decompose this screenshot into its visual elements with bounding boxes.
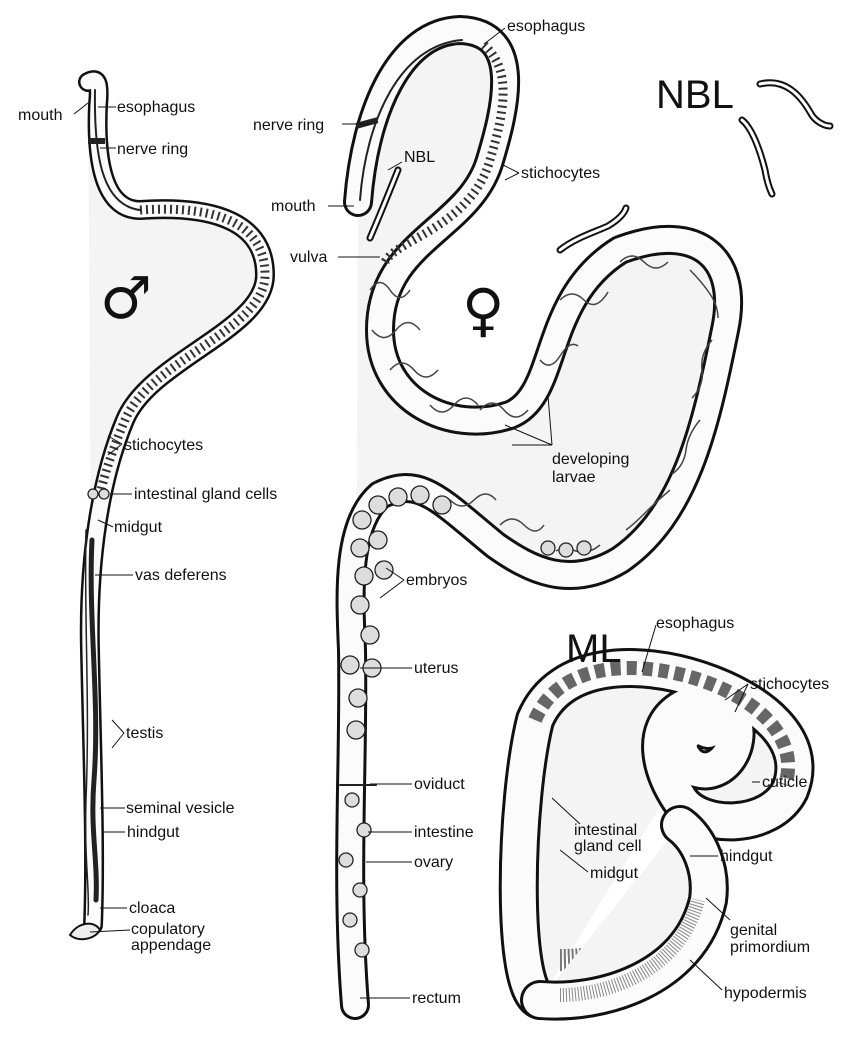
ml-label-cuticle: cuticle <box>762 774 807 791</box>
male-label-esophagus: esophagus <box>117 99 195 116</box>
male-label-appendage: appendage <box>131 937 211 954</box>
male-worm <box>68 70 275 941</box>
ml-stichocytes <box>528 661 796 788</box>
male-labels: mouth esophagus nerve ring stichocytes i… <box>18 99 277 954</box>
male-label-mouth: mouth <box>18 107 62 124</box>
ml-label-hindgut: hindgut <box>720 848 773 865</box>
female-symbol: ♀ <box>462 276 504 344</box>
male-label-nerve-ring: nerve ring <box>117 141 188 158</box>
female-label-mouth: mouth <box>271 198 315 215</box>
ml-label-intestinal: intestinal <box>574 822 637 839</box>
embryos <box>340 485 592 740</box>
male-label-intestinal-gland-cells: intestinal gland cells <box>134 486 277 503</box>
male-label-copulatory: copulatory <box>131 921 205 938</box>
ml-label-stichocytes: stichocytes <box>750 676 829 693</box>
female-worm <box>335 15 744 1020</box>
male-gland-cell <box>87 488 99 500</box>
male-symbol: ♂ <box>100 264 152 332</box>
ml-label-midgut: midgut <box>590 865 639 882</box>
ml-label-primordium: primordium <box>730 939 810 956</box>
female-nerve-ring <box>355 117 379 129</box>
male-label-seminal-vesicle: seminal vesicle <box>126 800 235 817</box>
ml-labels: esophagus stichocytes cuticle intestinal… <box>551 615 829 1002</box>
newborn-larvae <box>366 79 834 254</box>
female-esophagus-line <box>359 39 463 201</box>
male-label-testis: testis <box>126 725 163 742</box>
male-esophagus-line <box>93 89 141 211</box>
female-label-ovary: ovary <box>414 854 453 871</box>
female-label-nerve-ring: nerve ring <box>253 117 324 134</box>
male-stichosome <box>95 204 270 496</box>
ml-label-esophagus: esophagus <box>656 615 734 632</box>
copulatory-appendage-shape <box>68 922 102 941</box>
female-label-intestine: intestine <box>414 824 474 841</box>
male-label-cloaca: cloaca <box>129 900 175 917</box>
male-gland-cell <box>98 488 110 500</box>
male-vas-deferens <box>84 529 90 916</box>
ml-label-genital: genital <box>730 922 777 939</box>
ml-label-hypodermis: hypodermis <box>724 985 807 1002</box>
female-stichosome <box>379 41 508 267</box>
female-label-embryos: embryos <box>406 572 467 589</box>
female-label-nbl: NBL <box>404 149 435 166</box>
female-label-vulva: vulva <box>290 249 327 266</box>
female-label-developing: developing <box>552 451 629 468</box>
female-label-uterus: uterus <box>414 660 458 677</box>
female-label-stichocytes: stichocytes <box>521 165 600 182</box>
nbl-heading: NBL <box>656 73 734 117</box>
muscle-larva <box>498 648 815 1021</box>
female-labels: esophagus nerve ring NBL mouth stichocyt… <box>253 18 629 1007</box>
ml-label-gland-cell: gland cell <box>574 838 642 855</box>
male-label-hindgut: hindgut <box>127 824 180 841</box>
ml-heading: ML <box>566 627 622 671</box>
male-nerve-ring <box>88 138 105 144</box>
ovary-region <box>338 792 372 958</box>
male-label-midgut: midgut <box>114 519 163 536</box>
male-testis <box>88 537 99 903</box>
male-label-vas-deferens: vas deferens <box>135 567 227 584</box>
female-label-esophagus: esophagus <box>507 18 585 35</box>
developing-larvae <box>369 255 719 553</box>
male-label-stichocytes: stichocytes <box>124 437 203 454</box>
female-label-larvae: larvae <box>552 469 596 486</box>
female-label-oviduct: oviduct <box>414 776 465 793</box>
female-label-rectum: rectum <box>412 990 461 1007</box>
